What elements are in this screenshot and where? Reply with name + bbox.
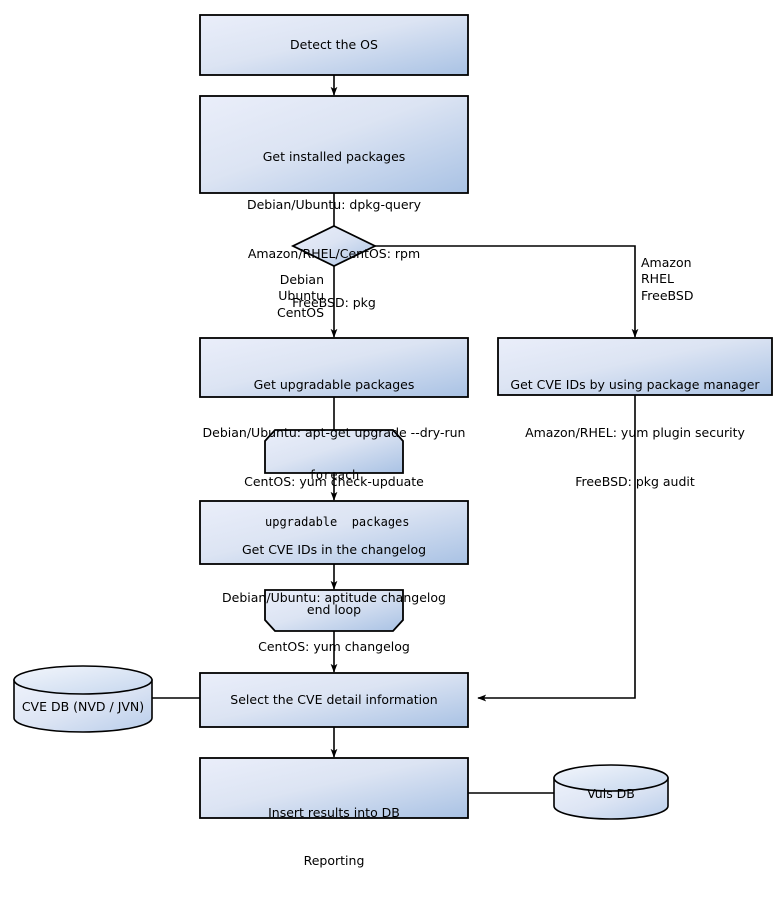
label-line: Reporting <box>303 853 365 869</box>
node-get-installed-packages <box>199 95 469 194</box>
node-detect-os <box>199 14 469 76</box>
node-insert-results <box>199 757 469 819</box>
node-get-cve-ids-package-manager <box>497 337 773 396</box>
node-get-cve-ids-changelog <box>199 500 469 565</box>
node-cve-db <box>13 665 153 733</box>
edge-decision-right <box>375 245 639 338</box>
flowchart-diagram: Detect the OS Get installed packages Deb… <box>13 14 773 868</box>
node-vuls-db <box>553 764 669 820</box>
node-end-loop <box>264 589 404 632</box>
edge-pkgmanager-to-select <box>477 395 636 702</box>
node-select-cve-detail <box>199 672 469 728</box>
flowchart-canvas <box>13 14 773 820</box>
node-foreach-loop-start <box>264 429 404 474</box>
node-os-decision <box>290 224 378 268</box>
node-get-upgradable-packages <box>199 337 469 398</box>
